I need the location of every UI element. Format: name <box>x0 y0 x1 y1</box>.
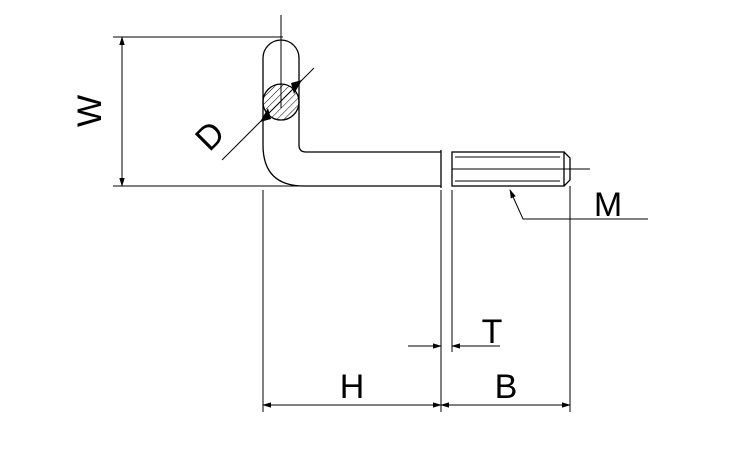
label-m: M <box>594 186 622 224</box>
rod-cross-section <box>262 83 300 121</box>
diameter-arrow-lower <box>260 108 271 122</box>
diameter-arrow-upper <box>291 80 302 94</box>
rod-outline-outer <box>262 58 441 187</box>
rod-outline-inner <box>298 58 441 153</box>
m-leader-line <box>509 189 648 220</box>
label-w: W <box>71 95 109 127</box>
label-b: B <box>495 368 518 406</box>
rod-rounded-top <box>262 39 300 59</box>
label-h: H <box>340 368 365 406</box>
label-t: T <box>482 313 503 351</box>
label-d: D <box>188 114 232 158</box>
